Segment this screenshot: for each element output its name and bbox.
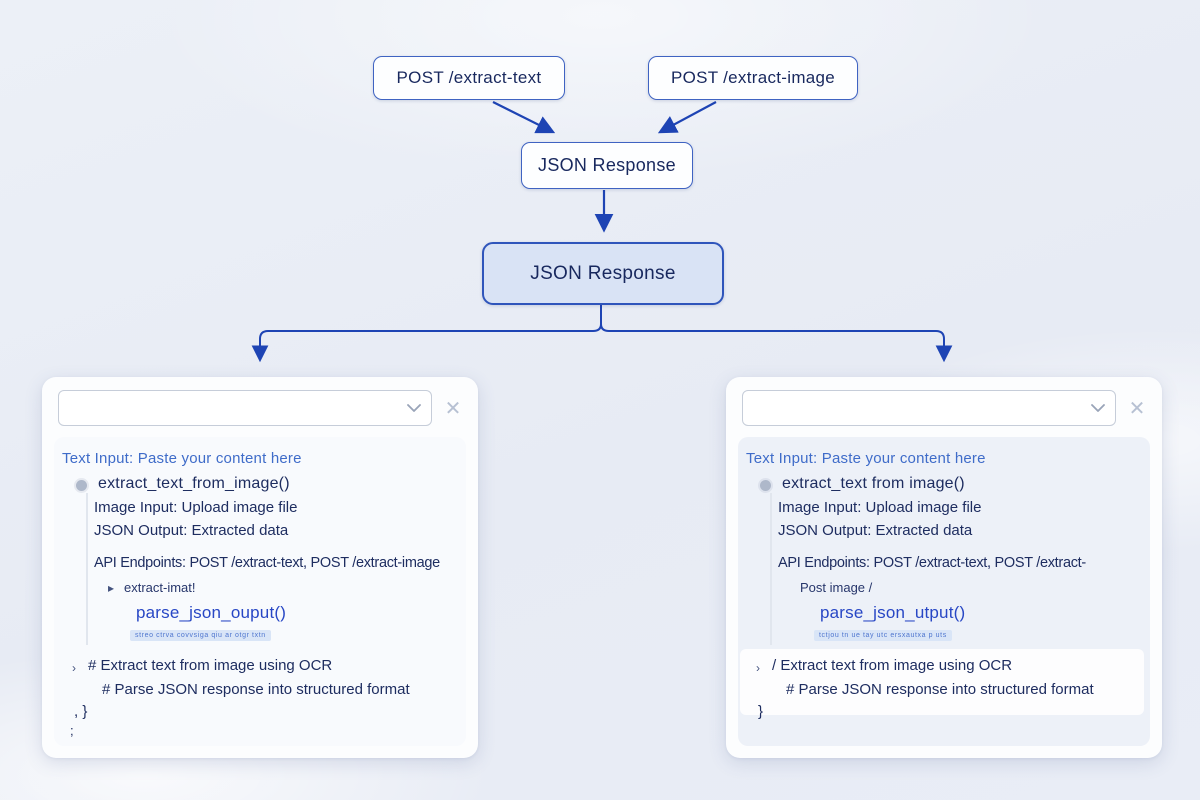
code-line-function: extract_text_from_image() <box>98 475 290 492</box>
panel-heading: Text Input: Paste your content here <box>746 450 986 467</box>
result-panel-right: ✕ Text Input: Paste your content here ex… <box>726 377 1162 758</box>
code-line-sub: extract-imat! <box>124 580 196 595</box>
closing-brace-line: , } <box>74 703 88 720</box>
panel-toolbar: ✕ <box>742 390 1154 426</box>
arrow-json-to-right-panel <box>600 323 953 363</box>
arrow-json-to-left-panel <box>251 323 602 363</box>
arrow-post-image-to-json <box>657 101 717 134</box>
indent-guide <box>770 493 772 645</box>
dropdown-select[interactable] <box>742 390 1116 426</box>
closing-punct-line: ; <box>70 723 74 738</box>
code-line-json-output: JSON Output: Extracted data <box>94 522 289 539</box>
code-line-json-output: JSON Output: Extracted data <box>778 522 973 539</box>
comment-line-1: / Extract text from image using OCR <box>772 657 1013 674</box>
comment-marker-icon: › <box>72 661 76 675</box>
comment-highlight-band <box>740 649 1144 715</box>
arrow-post-text-to-json <box>492 101 556 134</box>
code-line-api-endpoints: API Endpoints: POST /extract-text, POST … <box>94 555 440 571</box>
code-line-function: extract_text from image() <box>782 475 965 492</box>
node-json-response-top[interactable]: JSON Response <box>521 142 693 189</box>
panel-content: Text Input: Paste your content here extr… <box>738 437 1150 746</box>
code-line-image-input: Image Input: Upload image file <box>778 499 982 516</box>
closing-brace-line: } <box>758 703 764 720</box>
code-line-parse-function: parse_json_ouput() <box>136 603 287 622</box>
fine-print-line: tctjou tn ue tay utc ersxautxa p uts <box>814 630 952 641</box>
panel-toolbar: ✕ <box>58 390 470 426</box>
node-json-response-main[interactable]: JSON Response <box>482 242 724 305</box>
node-post-extract-text[interactable]: POST /extract-text <box>373 56 565 100</box>
code-line-parse-function: parse_json_utput() <box>820 603 966 622</box>
code-line-api-endpoints: API Endpoints: POST /extract-text, POST … <box>778 555 1086 571</box>
dropdown-select[interactable] <box>58 390 432 426</box>
prompt-marker-icon: ▸ <box>108 581 115 595</box>
result-panel-left: ✕ Text Input: Paste your content here ex… <box>42 377 478 758</box>
comment-line-1: # Extract text from image using OCR <box>88 657 333 674</box>
close-icon[interactable]: ✕ <box>444 397 462 420</box>
indent-guide <box>86 493 88 645</box>
code-line-sub: Post image / <box>800 580 873 595</box>
chevron-down-icon <box>407 404 421 412</box>
fine-print-line: streo ctrva covvsiga qiu ar otgr txtn <box>130 630 271 641</box>
comment-line-2: # Parse JSON response into structured fo… <box>786 681 1094 698</box>
panel-content: Text Input: Paste your content here extr… <box>54 437 466 746</box>
chevron-down-icon <box>1091 404 1105 412</box>
bullet-icon <box>760 480 771 491</box>
comment-marker-icon: › <box>756 661 760 675</box>
bullet-icon <box>76 480 87 491</box>
node-post-extract-image[interactable]: POST /extract-image <box>648 56 858 100</box>
comment-line-2: # Parse JSON response into structured fo… <box>102 681 410 698</box>
code-line-image-input: Image Input: Upload image file <box>94 499 298 516</box>
close-icon[interactable]: ✕ <box>1128 397 1146 420</box>
panel-heading: Text Input: Paste your content here <box>62 450 302 467</box>
